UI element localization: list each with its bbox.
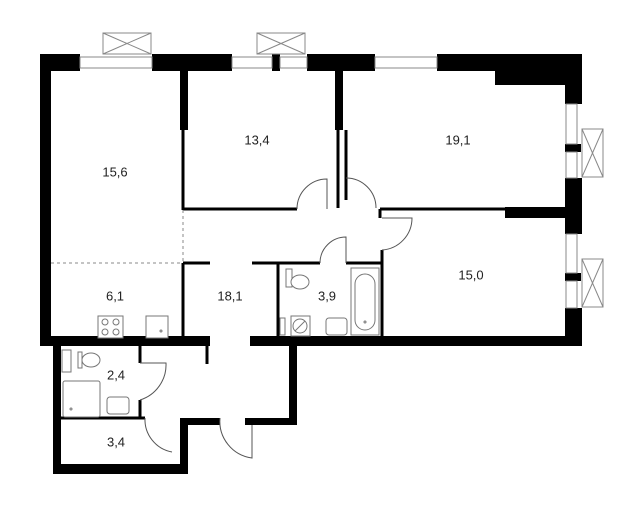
- zone-dividers: [51, 210, 184, 264]
- room-area-bathroom-2: 2,4: [106, 367, 126, 383]
- room-area-bathroom-1: 3,9: [317, 288, 337, 304]
- bathroom-sink-icon-2: [106, 396, 130, 415]
- washing-machine-icon: [290, 315, 311, 337]
- room-area-bedroom-1: 13,4: [244, 132, 270, 148]
- toilet-icon: [285, 268, 310, 290]
- room-area-kitchen: 6,1: [105, 288, 125, 304]
- doors: [139, 177, 413, 459]
- stove-icon: [97, 315, 124, 339]
- bathroom-sink-icon: [325, 317, 348, 336]
- room-area-storage: 3,4: [106, 434, 126, 450]
- shower-tray-icon: [62, 380, 101, 418]
- interior-walls: [61, 71, 580, 420]
- windows: [79, 56, 578, 309]
- room-area-bedroom-3: 15,0: [458, 267, 484, 283]
- room-area-living: 15,6: [102, 164, 128, 180]
- kitchen-sink-icon: [145, 315, 169, 339]
- fixtures: [61, 267, 380, 418]
- bathtub-icon: [350, 267, 380, 336]
- room-area-hallway: 18,1: [217, 288, 243, 304]
- ac-units: [102, 32, 604, 308]
- toilet-icon-2: [61, 349, 101, 373]
- room-area-bedroom-2: 19,1: [445, 132, 471, 148]
- exterior-walls: [40, 54, 582, 474]
